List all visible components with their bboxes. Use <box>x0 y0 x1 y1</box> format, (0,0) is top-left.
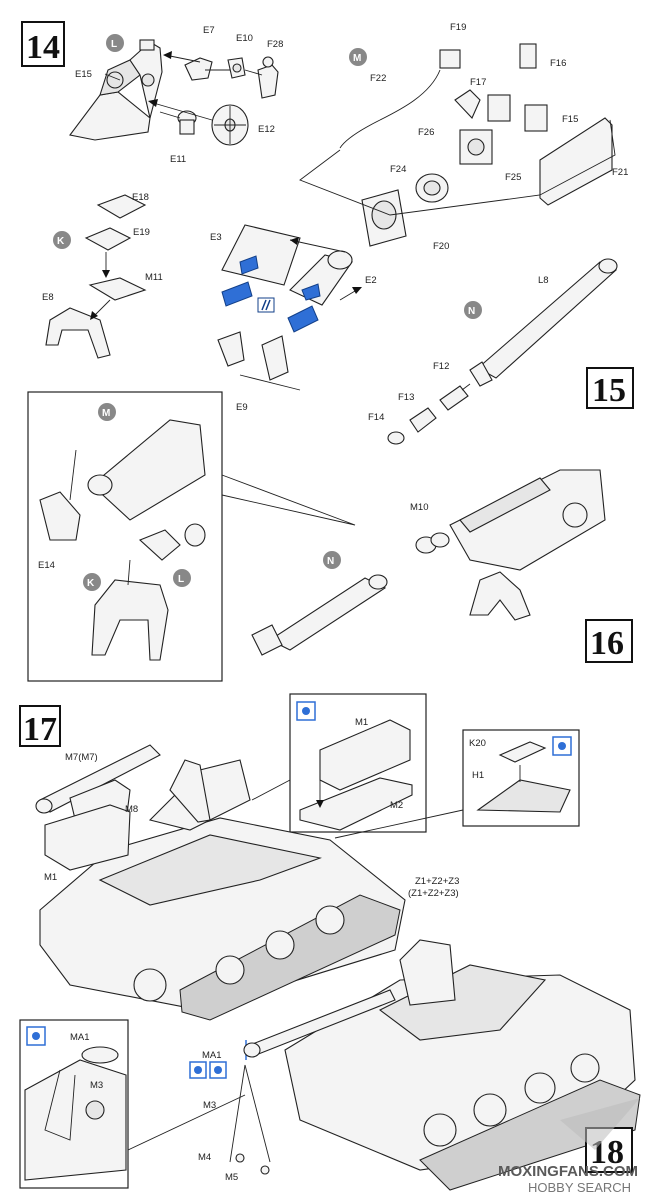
marker-N-step16-text: N <box>327 556 334 567</box>
seat-ring-parts <box>45 194 147 359</box>
label-M2: M2 <box>390 800 403 811</box>
marker-K-inset-text: K <box>87 578 95 589</box>
step18-tank-hull <box>243 939 641 1191</box>
label-Z1: Z1+Z2+Z3 <box>415 876 459 887</box>
marker-L-top-text: L <box>111 39 117 50</box>
label-E15: E15 <box>75 69 92 80</box>
step-17-number: 17 <box>23 711 57 748</box>
inset-leader-2 <box>251 779 291 801</box>
label-F26: F26 <box>418 127 434 138</box>
label-E10: E10 <box>236 33 253 44</box>
label-F20: F20 <box>433 241 449 252</box>
inset-plates <box>299 719 413 831</box>
label-M10: M10 <box>410 502 428 513</box>
marker-K-left <box>53 231 71 249</box>
marker-L-top <box>106 34 124 52</box>
inset-rear-detail <box>24 1046 127 1181</box>
label-F19: F19 <box>450 22 466 33</box>
watermark-line1: MOXINGFANS.COM <box>498 1163 638 1180</box>
step-15-number: 15 <box>592 372 626 409</box>
label-E8: E8 <box>42 292 54 303</box>
barrel-l8 <box>387 258 618 445</box>
label-E3: E3 <box>210 232 222 243</box>
label-M4: M4 <box>198 1152 211 1163</box>
arrows-step14 <box>104 51 263 121</box>
label-Z1-paren: (Z1+Z2+Z3) <box>408 888 459 899</box>
label-K20: K20 <box>469 738 486 749</box>
label-E18: E18 <box>132 192 149 203</box>
label-F17: F17 <box>470 77 486 88</box>
label-E7: E7 <box>203 25 215 36</box>
label-F21: F21 <box>612 167 628 178</box>
marker-N-step16 <box>323 551 341 569</box>
inset-leader <box>221 474 356 526</box>
label-E14: E14 <box>38 560 55 571</box>
label-M5: M5 <box>225 1172 238 1183</box>
step17-tank-hull <box>35 744 406 1021</box>
label-MA1-inset: MA1 <box>70 1032 90 1043</box>
label-E12: E12 <box>258 124 275 135</box>
marker-M-top <box>349 48 367 66</box>
label-M11: M11 <box>145 272 163 283</box>
label-F15: F15 <box>562 114 578 125</box>
label-M3: M3 <box>203 1100 216 1111</box>
label-F16: F16 <box>550 58 566 69</box>
marker-M-inset-text: M <box>102 408 110 419</box>
inset-leader-3 <box>334 809 464 839</box>
step-15-box <box>586 367 634 409</box>
watermark-line2: HOBBY SEARCH <box>528 1180 631 1195</box>
label-F13: F13 <box>398 392 414 403</box>
label-L8: L8 <box>538 275 549 286</box>
step-17-box <box>19 705 61 747</box>
gun-mount-assembly <box>69 39 163 141</box>
marker-L-inset <box>173 569 191 587</box>
label-F28: F28 <box>267 39 283 50</box>
inset-grating <box>476 741 571 813</box>
label-M3-inset: M3 <box>90 1080 103 1091</box>
breech-frame-assembly <box>339 43 613 247</box>
marker-K-inset <box>83 573 101 591</box>
label-E19: E19 <box>133 227 150 238</box>
label-F22: F22 <box>370 73 386 84</box>
label-F12: F12 <box>433 361 449 372</box>
label-F14: F14 <box>368 412 384 423</box>
travel-lock-m3 <box>229 1040 271 1175</box>
label-E2: E2 <box>365 275 377 286</box>
dash-guide-frame <box>299 119 616 216</box>
step-16-number: 16 <box>590 625 624 662</box>
label-MA1: MA1 <box>202 1050 222 1061</box>
gun-cradle-assembly <box>217 224 362 391</box>
label-E11: E11 <box>170 154 186 165</box>
step-16-box <box>585 619 633 663</box>
label-F25: F25 <box>505 172 521 183</box>
step-14-box <box>21 21 65 67</box>
watermark-logo <box>560 1098 640 1150</box>
step-14-number: 14 <box>26 29 60 66</box>
label-H1: H1 <box>472 770 484 781</box>
marker-M-top-text: M <box>353 53 361 64</box>
marker-L-inset-text: L <box>178 574 184 585</box>
handwheel-e12 <box>211 104 249 146</box>
marker-M-inset <box>98 403 116 421</box>
label-M7: M7(M7) <box>65 752 98 763</box>
label-M1: M1 <box>44 872 57 883</box>
marker-K-left-text: K <box>57 236 65 247</box>
marker-N-top <box>464 301 482 319</box>
small-parts-e7-e10-f28 <box>184 56 279 99</box>
step16-main-assembly <box>251 469 606 656</box>
marker-N-top-text: N <box>468 306 475 317</box>
inset-leader-4 <box>127 1094 246 1151</box>
inset-breech-assembly <box>39 419 206 661</box>
label-M1-inset: M1 <box>355 717 368 728</box>
label-M8: M8 <box>125 804 138 815</box>
step-18-box <box>585 1127 633 1173</box>
label-E9: E9 <box>236 402 248 413</box>
label-F24: F24 <box>390 164 406 175</box>
